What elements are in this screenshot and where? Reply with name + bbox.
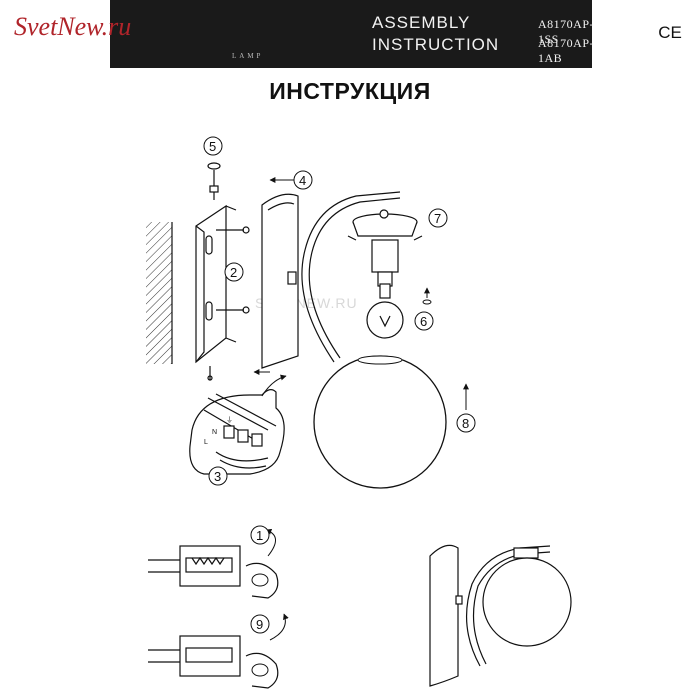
callout-9: 9: [250, 614, 270, 634]
glass-shade: [313, 355, 447, 489]
assembled-fixture: [429, 544, 572, 687]
header-title: ASSEMBLY INSTRUCTION: [372, 12, 522, 56]
rotate-arrow-icon: [422, 287, 432, 305]
callout-5-label: 5: [209, 139, 216, 154]
callout-5: 5: [203, 136, 223, 156]
terminal-l-label: L: [204, 439, 208, 446]
model-number-1: A8170AP-1SS: [538, 17, 595, 46]
callout-2: 2: [224, 262, 244, 282]
model-number-2: A8170AP-1AB: [538, 36, 595, 65]
ce-mark-text: CE: [658, 23, 682, 42]
header-title-line1: ASSEMBLY: [372, 13, 471, 32]
callout-7-label: 7: [434, 211, 441, 226]
backplate-cover: [261, 193, 299, 369]
wiring-detail: [189, 389, 285, 475]
screw-icon: [207, 162, 250, 381]
connector-step-1: [148, 545, 279, 599]
callout-2-label: 2: [230, 265, 237, 280]
header-title-line2: INSTRUCTION: [372, 35, 500, 54]
wall-bracket: [195, 204, 237, 364]
lamp-bulb-icon: [366, 283, 404, 339]
lamp-arm: [287, 191, 401, 363]
callout-1-label: 1: [256, 528, 263, 543]
terminal-earth-label: ⏚: [226, 416, 233, 424]
ce-mark-icon: CE: [652, 15, 688, 51]
logo-subtitle: LAMP: [232, 52, 264, 60]
connector-step-9: [148, 635, 279, 689]
callout-9-label: 9: [256, 617, 263, 632]
terminal-n-label: N: [212, 429, 217, 436]
callout-4: 4: [293, 170, 313, 190]
callout-4-label: 4: [299, 173, 306, 188]
callout-8-label: 8: [462, 416, 469, 431]
document-title: ИНСТРУКЦИЯ: [269, 78, 431, 104]
lamp-holder: [347, 209, 423, 287]
brand-logo: SvetNew.ru: [14, 12, 132, 41]
hand-icon: [251, 573, 269, 677]
header-bar: LAMP ASSEMBLY INSTRUCTION A8170AP-1SS A8…: [110, 0, 688, 68]
callout-6: 6: [414, 311, 434, 331]
callout-3-label: 3: [214, 469, 221, 484]
callout-7: 7: [428, 208, 448, 228]
callout-3: 3: [208, 466, 228, 486]
callout-1: 1: [250, 525, 270, 545]
callout-8: 8: [456, 413, 476, 433]
callout-6-label: 6: [420, 314, 427, 329]
wall-section: [146, 222, 173, 364]
